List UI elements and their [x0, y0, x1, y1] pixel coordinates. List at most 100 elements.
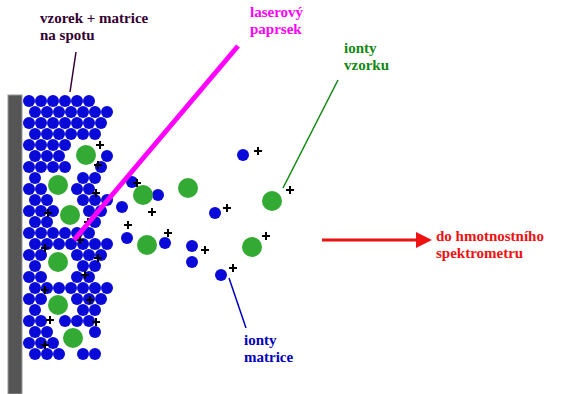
ion-plume — [116, 149, 282, 281]
matrix-molecule — [101, 238, 113, 250]
charge-sign — [164, 229, 172, 237]
sample-molecule — [48, 175, 68, 195]
matrix-molecule — [41, 194, 53, 206]
matrix-molecule — [35, 117, 47, 129]
matrix-molecule — [47, 227, 59, 239]
charge-sign — [286, 186, 294, 194]
matrix-molecule — [89, 348, 101, 360]
matrix-molecule — [71, 271, 83, 283]
leader-line — [283, 80, 338, 188]
matrix-ion — [209, 207, 221, 219]
charge-sign — [46, 316, 54, 324]
charge-sign — [96, 141, 104, 149]
charge-sign — [41, 286, 49, 294]
matrix-molecule — [59, 315, 71, 327]
matrix-molecule — [53, 106, 65, 118]
matrix-molecule — [77, 304, 89, 316]
sample-molecule — [60, 205, 80, 225]
leader-line — [70, 52, 76, 92]
matrix-molecule — [95, 249, 107, 261]
sample-molecule — [63, 328, 83, 348]
matrix-molecule — [77, 282, 89, 294]
charge-sign — [94, 254, 102, 262]
matrix-molecule — [53, 348, 65, 360]
matrix-ion — [116, 201, 128, 213]
charge-sign — [262, 232, 270, 240]
matrix-molecule — [89, 304, 101, 316]
matrix-molecule — [71, 249, 83, 261]
matrix-ion — [186, 240, 198, 252]
matrix-molecule — [23, 271, 35, 283]
matrix-molecule — [41, 348, 53, 360]
matrix-molecule — [29, 304, 41, 316]
matrix-molecule — [35, 293, 47, 305]
matrix-molecule — [47, 139, 59, 151]
matrix-molecule — [35, 315, 47, 327]
matrix-molecule — [29, 348, 41, 360]
matrix-molecule — [29, 216, 41, 228]
arrow-head — [416, 232, 432, 248]
matrix-molecule — [77, 194, 89, 206]
sample-ion — [137, 235, 157, 255]
matrix-molecule — [77, 128, 89, 140]
sample-ion — [178, 178, 198, 198]
matrix-molecule — [35, 183, 47, 195]
matrix-molecule — [89, 172, 101, 184]
charge-sign — [92, 189, 100, 197]
matrix-molecule — [41, 106, 53, 118]
matrix-molecule — [89, 326, 101, 338]
sample-molecule — [48, 252, 68, 272]
matrix-molecule — [59, 139, 71, 151]
matrix-molecule — [89, 106, 101, 118]
matrix-molecule — [47, 117, 59, 129]
matrix-ion — [186, 256, 198, 268]
matrix-molecule — [53, 238, 65, 250]
matrix-molecule — [23, 293, 35, 305]
matrix-molecule — [35, 227, 47, 239]
matrix-molecule — [89, 282, 101, 294]
sample-ion — [133, 185, 153, 205]
matrix-ion — [121, 232, 133, 244]
sample-ions-label: ionty vzorku — [344, 40, 404, 74]
charge-sign — [223, 204, 231, 212]
matrix-molecule — [101, 106, 113, 118]
charge-sign — [201, 246, 209, 254]
matrix-molecule — [23, 315, 35, 327]
matrix-molecule — [23, 161, 35, 173]
laser-label: laserový paprsek — [250, 4, 330, 38]
matrix-ions-label: ionty matrice — [244, 332, 314, 366]
matrix-molecule — [23, 183, 35, 195]
matrix-molecule — [59, 117, 71, 129]
matrix-molecule — [29, 106, 41, 118]
matrix-ion — [237, 149, 249, 161]
flow-arrow — [322, 239, 420, 242]
matrix-molecule — [41, 282, 53, 294]
matrix-molecule — [65, 282, 77, 294]
matrix-molecule — [41, 216, 53, 228]
matrix-molecule — [29, 194, 41, 206]
matrix-molecule — [95, 293, 107, 305]
matrix-molecule — [89, 128, 101, 140]
matrix-molecule — [23, 117, 35, 129]
matrix-molecule — [95, 161, 107, 173]
matrix-molecule — [35, 205, 47, 217]
charge-sign — [148, 208, 156, 216]
matrix-molecule — [29, 128, 41, 140]
matrix-molecule — [101, 150, 113, 162]
matrix-molecule — [83, 293, 95, 305]
target-plate — [8, 95, 22, 394]
matrix-molecule — [71, 183, 83, 195]
matrix-molecule — [23, 205, 35, 217]
charge-marks — [41, 141, 294, 349]
charge-sign — [81, 271, 89, 279]
charge-sign — [94, 161, 102, 169]
spot-label: vzorek + matrice na spotu — [40, 10, 165, 44]
matrix-molecule — [65, 106, 77, 118]
matrix-molecule — [77, 348, 89, 360]
matrix-molecule — [77, 260, 89, 272]
matrix-molecule — [59, 161, 71, 173]
charge-sign — [124, 221, 132, 229]
matrix-molecule — [65, 128, 77, 140]
matrix-molecule — [23, 227, 35, 239]
